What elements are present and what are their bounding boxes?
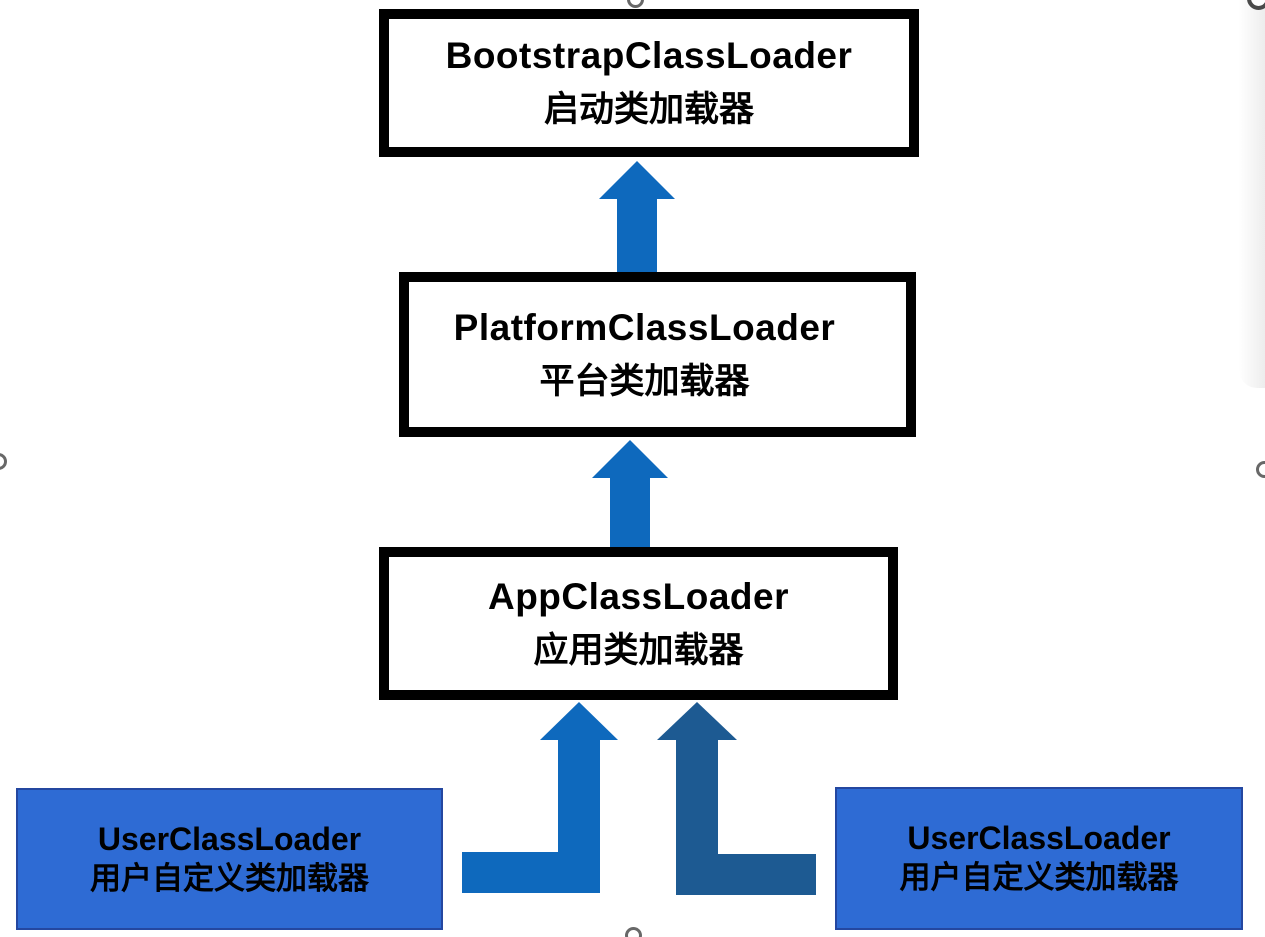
bootstrap-classloader-box: BootstrapClassLoader 启动类加载器: [379, 9, 919, 157]
selection-handle-right-icon[interactable]: [1256, 461, 1265, 478]
user-classloader-left-title: UserClassLoader: [97, 820, 362, 857]
app-classloader-box: AppClassLoader 应用类加载器: [379, 547, 898, 700]
arrow-user-right-to-app-horizontal: [676, 854, 816, 895]
selection-handle-top-icon[interactable]: [627, 0, 644, 8]
selection-handle-top-right-corner-icon[interactable]: [1247, 0, 1265, 10]
arrow-platform-to-bootstrap-head: [599, 161, 675, 199]
user-classloader-box-right: UserClassLoader 用户自定义类加载器: [835, 787, 1243, 930]
bootstrap-classloader-title: BootstrapClassLoader: [445, 35, 853, 77]
user-classloader-box-left: UserClassLoader 用户自定义类加载器: [16, 788, 443, 930]
user-classloader-right-title: UserClassLoader: [907, 820, 1171, 857]
user-classloader-right-subtitle: 用户自定义类加载器: [899, 860, 1179, 896]
arrow-user-right-to-app-head: [657, 702, 737, 740]
app-classloader-title: AppClassLoader: [487, 575, 789, 617]
platform-classloader-subtitle: 平台类加载器: [539, 361, 750, 401]
app-classloader-subtitle: 应用类加载器: [533, 630, 744, 670]
arrow-platform-to-bootstrap-shaft: [617, 197, 657, 272]
page-edge-shade: [1239, 0, 1265, 388]
platform-classloader-box: PlatformClassLoader 平台类加载器: [399, 272, 916, 437]
arrow-app-to-platform-head: [592, 440, 668, 478]
arrow-user-left-to-app-head: [540, 702, 618, 740]
platform-classloader-title: PlatformClassLoader: [453, 306, 836, 348]
arrow-user-left-to-app-horizontal: [462, 852, 600, 893]
bootstrap-classloader-subtitle: 启动类加载器: [543, 90, 754, 130]
selection-handle-bottom-icon[interactable]: [625, 927, 642, 937]
user-classloader-left-subtitle: 用户自定义类加载器: [90, 860, 369, 896]
arrow-app-to-platform-shaft: [610, 476, 650, 548]
selection-handle-left-icon[interactable]: [0, 453, 7, 470]
